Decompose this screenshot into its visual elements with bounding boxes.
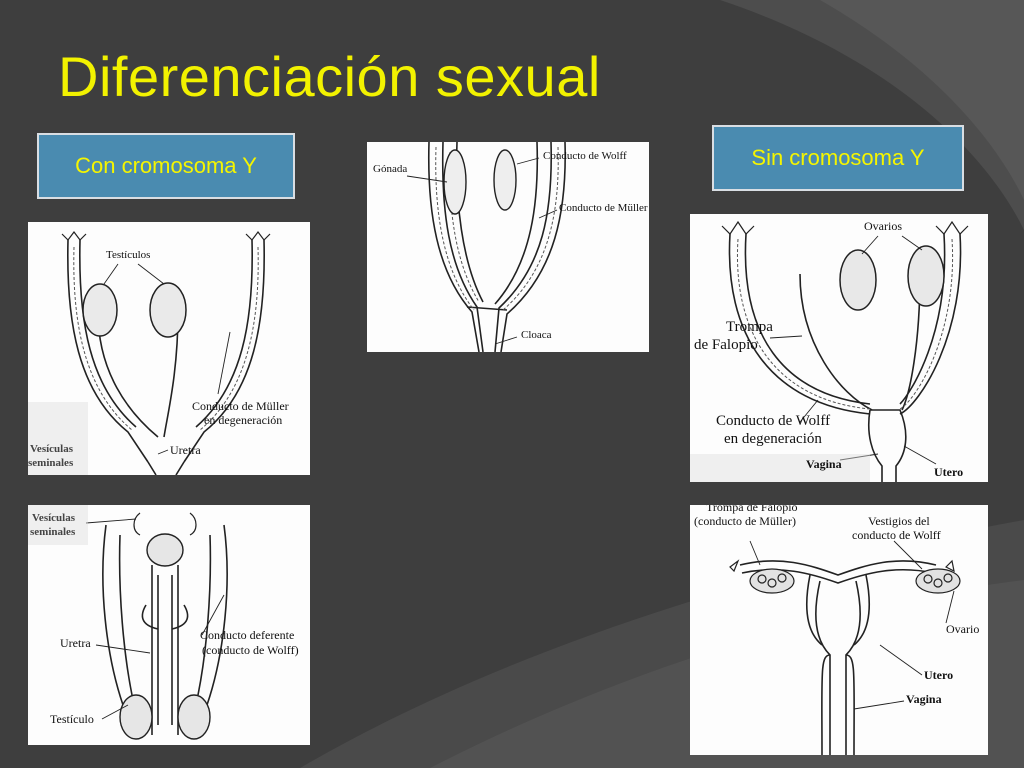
label-ovarios: Ovarios xyxy=(864,219,902,233)
label-conducto-deferente-2: (conducto de Wolff) xyxy=(202,643,299,657)
label-sin-cromosoma-y: Sin cromosoma Y xyxy=(712,125,964,191)
diagram-female-adult: Trompa de Falopio (conducto de Müller) V… xyxy=(690,505,988,755)
diagram-male-early: Testículos Conducto de Müller en degener… xyxy=(28,222,310,475)
label-vestigios-1: Vestigios del xyxy=(868,514,930,528)
ovary-right xyxy=(907,245,945,307)
label-cloaca: Cloaca xyxy=(521,329,552,341)
label-trompa-adult-1: Trompa de Falopio xyxy=(706,505,798,514)
female-early-drawing xyxy=(690,220,969,482)
label-vestigios-2: conducto de Wolff xyxy=(852,528,941,542)
diagram-indifferent-stage: Gónada Conducto de Wolff Conducto de Mül… xyxy=(367,142,649,352)
ovary-left xyxy=(839,249,877,311)
diagram-male-adult: Vesículas seminales Uretra Conducto defe… xyxy=(28,505,310,745)
slide-title: Diferenciación sexual xyxy=(58,45,601,108)
label-ovario-adult: Ovario xyxy=(946,622,980,636)
male-adult-drawing xyxy=(28,505,228,740)
testis-left xyxy=(82,283,118,337)
label-testiculo: Testículo xyxy=(50,712,94,726)
label-trompa-1: Trompa xyxy=(726,319,773,335)
label-muller-degeneracion-2: en degeneración xyxy=(204,413,283,427)
label-utero-adult: Utero xyxy=(924,668,954,682)
gonad-right xyxy=(493,149,517,211)
label-conducto-wolff: Conducto de Wolff xyxy=(543,150,627,162)
label-trompa-2: de Falopio xyxy=(694,337,758,353)
prostate xyxy=(146,533,184,567)
testis-adult-right xyxy=(177,694,211,740)
testis-right xyxy=(149,282,187,338)
label-vagina-adult: Vagina xyxy=(906,692,942,706)
label-testiculos: Testículos xyxy=(106,249,151,261)
label-vesiculas-adult-2: seminales xyxy=(30,526,76,538)
label-vesiculas-2: seminales xyxy=(28,457,74,469)
indifferent-drawing xyxy=(406,142,567,352)
gonad-left xyxy=(443,149,467,215)
label-vesiculas-1: Vesículas xyxy=(30,443,73,455)
male-early-drawing xyxy=(28,231,271,475)
diagram-female-early: Ovarios Trompa de Falopio Conducto de Wo… xyxy=(690,214,988,482)
label-muller-degeneracion-1: Conducto de Müller xyxy=(192,399,289,413)
label-utero: Utero xyxy=(934,465,964,479)
label-vesiculas-adult-1: Vesículas xyxy=(32,512,75,524)
label-wolff-degeneracion-2: en degeneración xyxy=(724,431,822,447)
female-adult-drawing xyxy=(729,540,961,755)
label-trompa-adult-2: (conducto de Müller) xyxy=(694,514,796,528)
label-conducto-deferente-1: Conducto deferente xyxy=(200,628,295,642)
label-con-cromosoma-y: Con cromosoma Y xyxy=(37,133,295,199)
label-vagina: Vagina xyxy=(806,457,842,471)
label-uretra: Uretra xyxy=(170,443,201,457)
testis-adult-left xyxy=(119,694,153,740)
label-uretra-adult: Uretra xyxy=(60,636,91,650)
label-conducto-muller: Conducto de Müller xyxy=(559,202,648,214)
label-gonada: Gónada xyxy=(373,163,408,175)
label-wolff-degeneracion-1: Conducto de Wolff xyxy=(716,413,831,429)
